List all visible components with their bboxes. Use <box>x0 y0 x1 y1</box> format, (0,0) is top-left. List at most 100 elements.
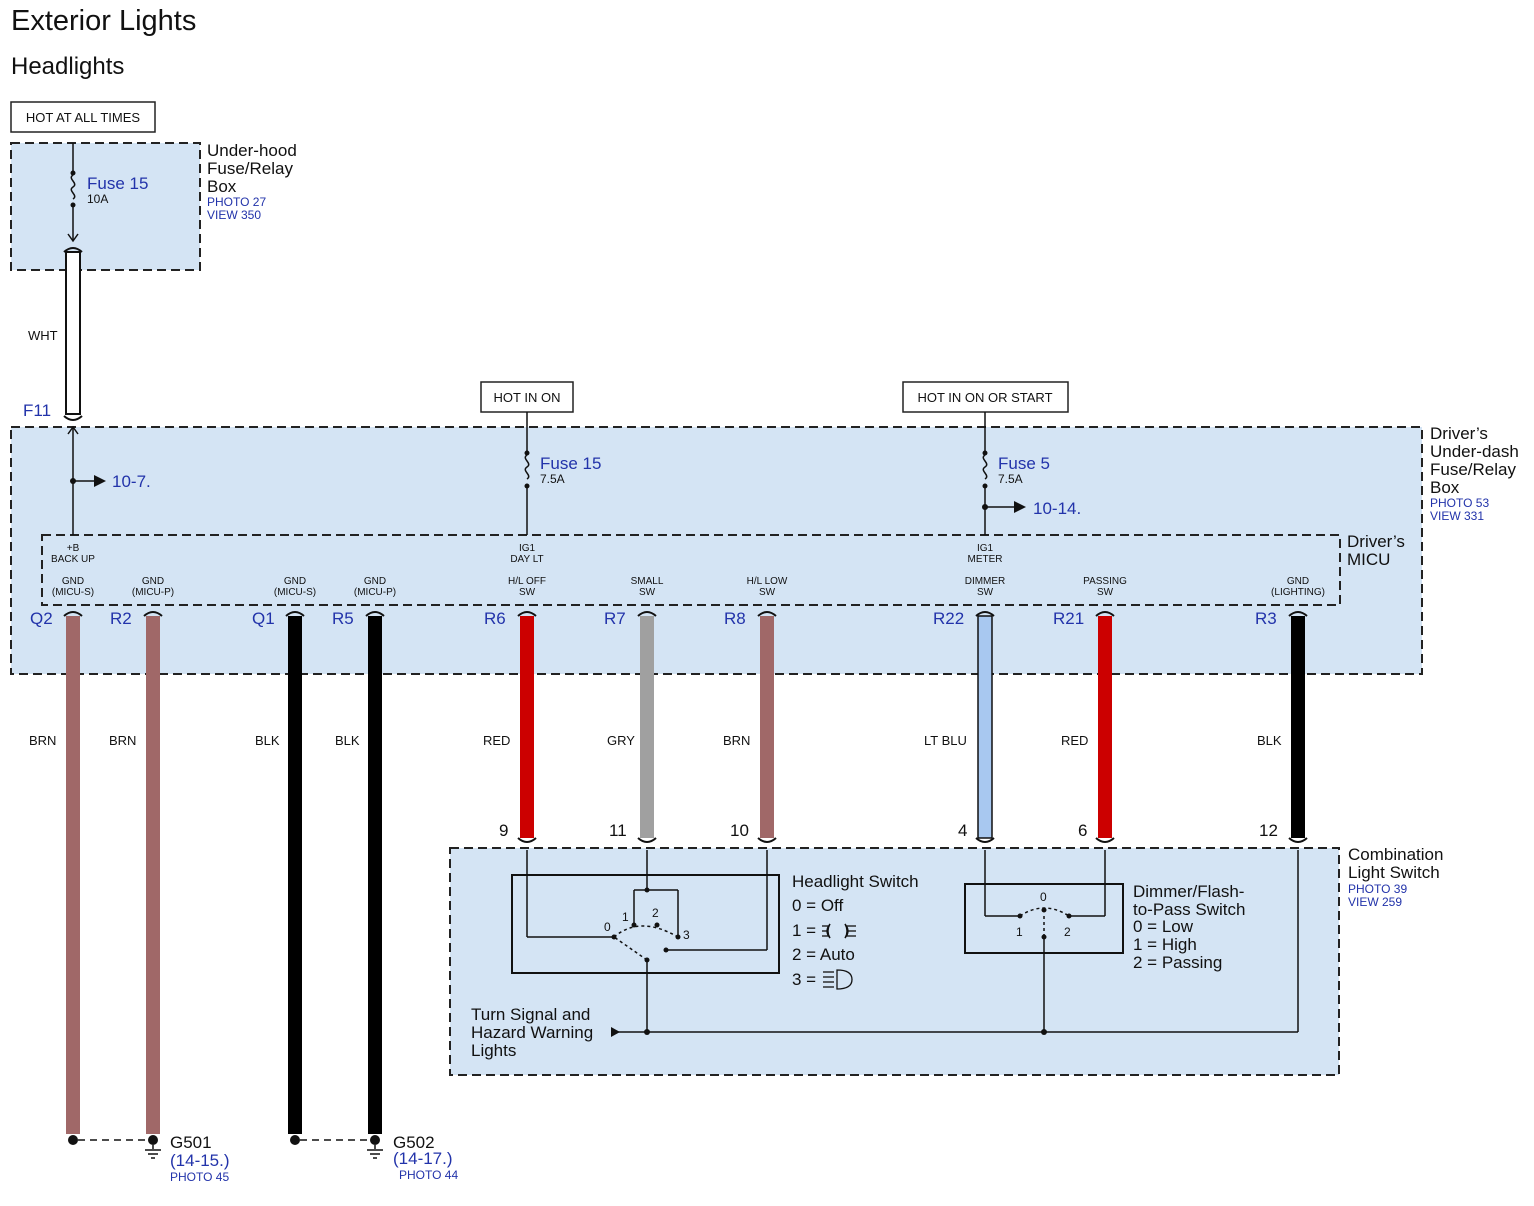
underdash-box-view: VIEW 331 <box>1430 509 1484 523</box>
terminal-label-q1-2: (MICU-S) <box>274 587 316 598</box>
bus-node-dimmer <box>1041 1029 1047 1035</box>
dimmer-contact-1: 1 <box>1016 925 1023 939</box>
turn-signal-label-3: Lights <box>471 1041 516 1060</box>
underdash-fuse-box <box>10 426 1423 675</box>
pin-r2: R2 <box>110 609 132 628</box>
hl-contact-1: 1 <box>622 910 629 924</box>
wire-label-r2: BRN <box>109 733 136 748</box>
wire-q2 <box>66 616 80 1134</box>
combination-switch-box <box>449 847 1340 1076</box>
terminal-label-r21-1: PASSING <box>1083 576 1127 587</box>
underdash-fuse-a-rating: 7.5A <box>540 472 565 486</box>
terminal-label-r22-2: SW <box>977 587 994 598</box>
connector-r8 <box>757 611 777 617</box>
wire-label-r5: BLK <box>335 733 360 748</box>
terminal-label-r21-2: SW <box>1097 587 1114 598</box>
bus-node-headlight <box>644 1029 650 1035</box>
hot-in-on-label: HOT IN ON <box>494 390 561 405</box>
underhood-box-name-3: Box <box>207 177 237 196</box>
turn-signal-arrow <box>611 1027 620 1037</box>
wire-label-r21: RED <box>1061 733 1088 748</box>
wire-q1 <box>288 616 302 1134</box>
underhood-box-view: VIEW 350 <box>207 208 261 222</box>
wire-label-q2: BRN <box>29 733 56 748</box>
dimmer-contact-2: 2 <box>1064 925 1071 939</box>
terminal-label-q2-1: GND <box>62 576 84 587</box>
terminal-label-r5-2: (MICU-P) <box>354 587 396 598</box>
connector-r21 <box>1095 611 1115 617</box>
wire-label-r8: BRN <box>723 733 750 748</box>
wire-label-q1: BLK <box>255 733 280 748</box>
terminal-label-r8-2: SW <box>759 587 776 598</box>
underhood-box-name-2: Fuse/Relay <box>207 159 293 178</box>
pin-q2: Q2 <box>30 609 53 628</box>
headlight-switch-box <box>511 874 780 974</box>
micu-input-backup-1: +B <box>67 543 80 554</box>
wire-r7 <box>640 616 654 838</box>
connector-bottom-r3 <box>1288 837 1308 843</box>
wire-label-r22: LT BLU <box>924 733 967 748</box>
headlight-pos-3: 3 = <box>792 970 816 989</box>
headlight-pos-0: 0 = Off <box>792 896 843 915</box>
connector-r6 <box>517 611 537 617</box>
connector-r5 <box>365 611 385 617</box>
hot-at-all-times-label: HOT AT ALL TIMES <box>26 110 140 125</box>
pin-q1: Q1 <box>252 609 275 628</box>
dimmer-contact-0: 0 <box>1040 890 1047 904</box>
underdash-fuse-a-name: Fuse 15 <box>540 454 601 473</box>
underhood-fuse-name: Fuse 15 <box>87 174 148 193</box>
terminal-label-r7-1: SMALL <box>631 576 664 587</box>
combination-switch-view: VIEW 259 <box>1348 895 1402 909</box>
terminal-label-r5-1: GND <box>364 576 386 587</box>
wire-r21 <box>1098 616 1112 838</box>
page-subtitle: Headlights <box>11 53 124 80</box>
wire-r22 <box>977 615 993 839</box>
underdash-fuse-b-name: Fuse 5 <box>998 454 1050 473</box>
hl-contact-2: 2 <box>652 906 659 920</box>
hl-contact-0: 0 <box>604 920 611 934</box>
micu-name-2: MICU <box>1347 550 1390 569</box>
connector-bottom-r22 <box>975 837 995 843</box>
wire-wht-label: WHT <box>28 328 58 343</box>
ground-g501 <box>68 1135 161 1159</box>
dimmer-title-1: Dimmer/Flash- <box>1133 882 1244 901</box>
switch-pin-6: 6 <box>1078 821 1087 840</box>
connector-r22 <box>975 611 995 617</box>
wire-label-r3: BLK <box>1257 733 1282 748</box>
ground-g502-ref: (14-17.) <box>393 1149 453 1168</box>
combination-switch-photo: PHOTO 39 <box>1348 882 1407 896</box>
micu-box <box>41 534 1341 606</box>
switch-pin-12: 12 <box>1259 821 1278 840</box>
connector-r3 <box>1288 611 1308 617</box>
ground-g501-photo: PHOTO 45 <box>170 1170 229 1184</box>
hot-in-on-or-start-label: HOT IN ON OR START <box>917 390 1052 405</box>
micu-input-meter-2: METER <box>968 554 1003 565</box>
connector-q1 <box>285 611 305 617</box>
turn-signal-label-1: Turn Signal and <box>471 1005 590 1024</box>
headlight-beam-icon <box>823 969 853 990</box>
ground-g502 <box>290 1135 383 1159</box>
underhood-fuse-box <box>10 142 201 271</box>
terminal-label-r2-2: (MICU-P) <box>132 587 174 598</box>
wire-r2 <box>146 616 160 1134</box>
pin-r21: R21 <box>1053 609 1084 628</box>
page-title: Exterior Lights <box>11 5 196 37</box>
hot-in-on-box <box>480 381 574 413</box>
underhood-box-name-1: Under-hood <box>207 141 297 160</box>
terminal-label-r6-2: SW <box>519 587 536 598</box>
terminal-label-q1-1: GND <box>284 576 306 587</box>
underdash-box-name-4: Box <box>1430 478 1460 497</box>
ref-10-14: 10-14. <box>1033 499 1081 518</box>
wire-wht <box>65 251 81 415</box>
terminal-label-r2-1: GND <box>142 576 164 587</box>
switch-pin-10: 10 <box>730 821 749 840</box>
dimmer-switch-nodes <box>1017 907 1072 940</box>
pin-r7: R7 <box>604 609 626 628</box>
pin-f11: F11 <box>23 401 51 420</box>
wire-r5 <box>368 616 382 1134</box>
terminal-label-q2-2: (MICU-S) <box>52 587 94 598</box>
micu-terminals: GND(MICU-S)Q2BRNGND(MICU-P)R2BRNGND(MICU… <box>29 576 1325 1134</box>
combination-switch-name-1: Combination <box>1348 845 1443 864</box>
parking-light-icon <box>822 923 856 939</box>
